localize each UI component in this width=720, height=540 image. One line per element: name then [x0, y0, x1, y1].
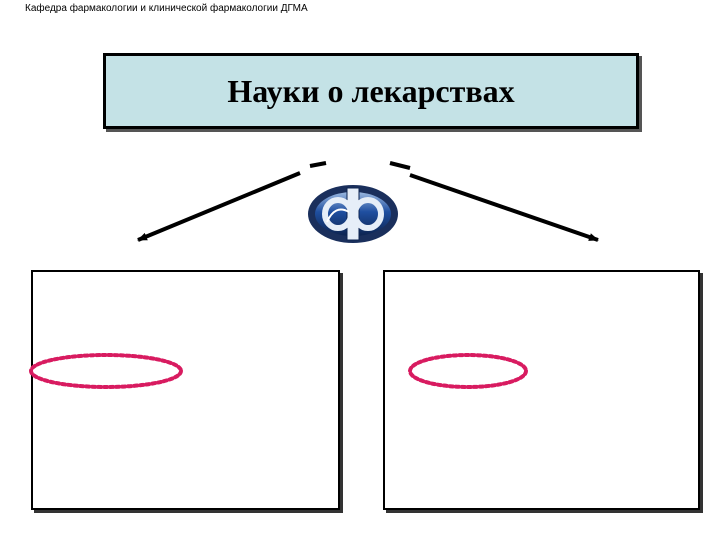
right-highlight-ellipse	[408, 353, 528, 389]
right-panel	[383, 270, 700, 510]
short-stub-right	[389, 161, 411, 170]
pharmacy-logo-icon	[306, 183, 400, 245]
title-box: Науки о лекарствах	[103, 53, 639, 129]
short-stub-left	[309, 161, 327, 168]
page-title: Науки о лекарствах	[227, 72, 515, 109]
department-caption: Кафедра фармакологии и клинической фарма…	[25, 3, 308, 14]
arrow-left	[137, 171, 301, 242]
left-highlight-ellipse	[29, 353, 183, 389]
left-panel	[31, 270, 340, 510]
arrow-right	[409, 173, 599, 242]
